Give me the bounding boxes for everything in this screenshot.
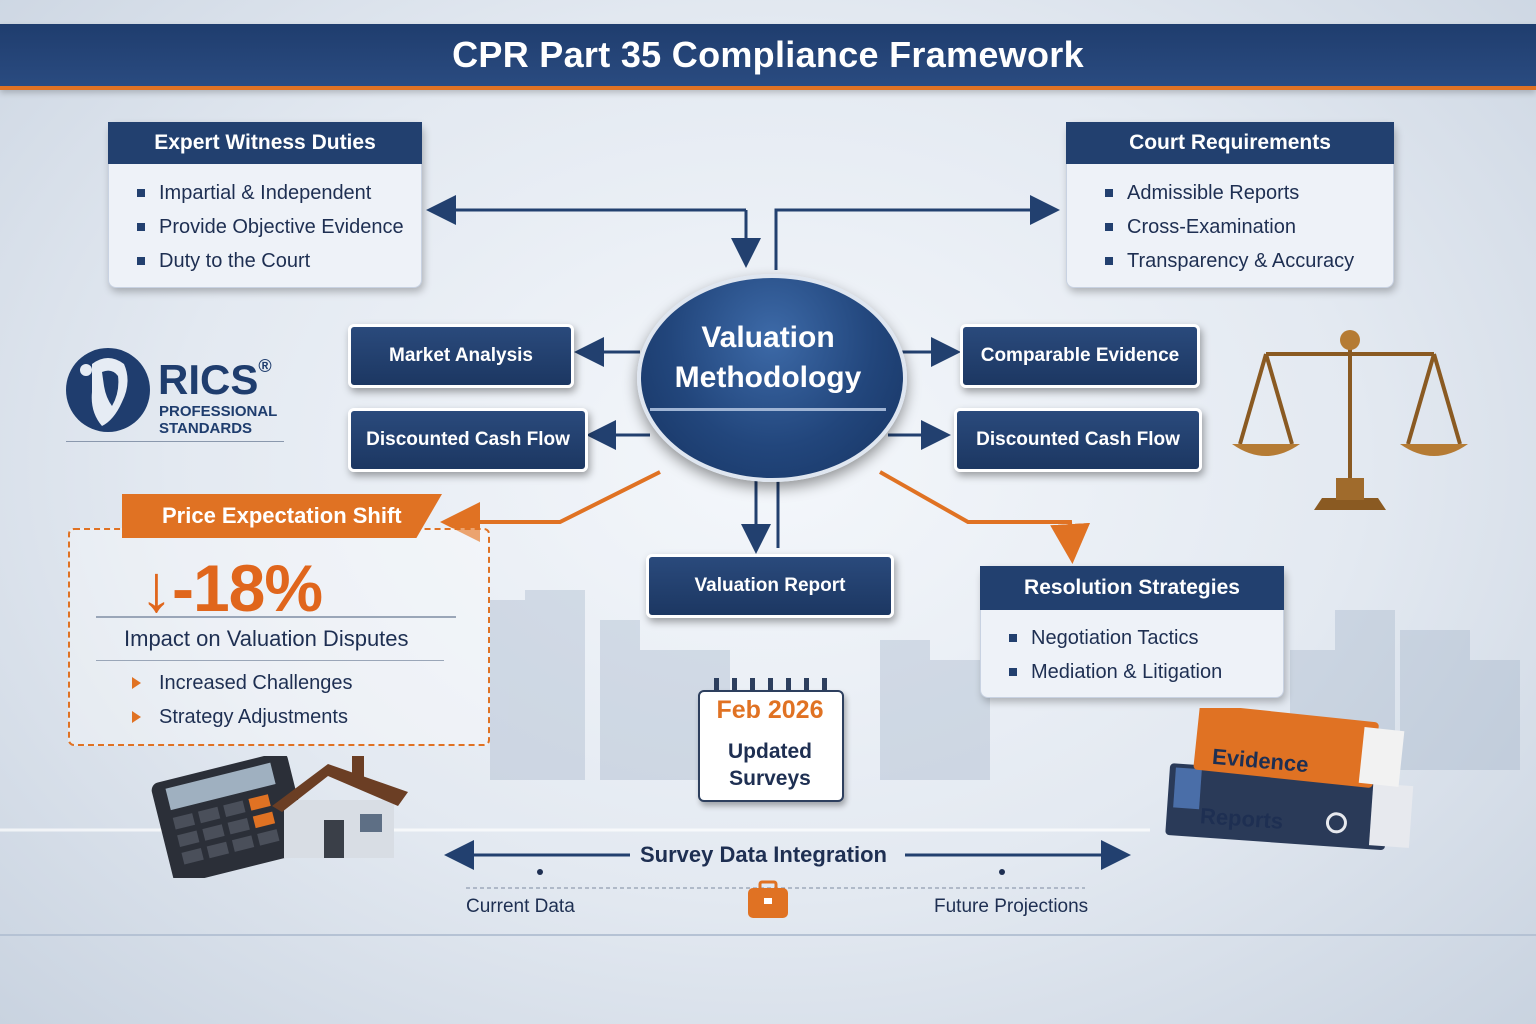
timeline-left-label: Current Data [466,896,575,917]
rics-name: RICS® [158,356,272,403]
court-requirements-list: Admissible Reports Cross-Examination Tra… [1105,176,1354,278]
resolution-list: Negotiation Tactics Mediation & Litigati… [1009,621,1222,689]
court-requirements-title: Court Requirements [1066,122,1394,164]
court-requirements-panel: Court Requirements Admissible Reports Cr… [1066,122,1394,288]
resolution-title: Resolution Strategies [980,566,1284,610]
list-item: Impartial & Independent [137,176,404,210]
timeline-title: Survey Data Integration [640,842,887,867]
list-item: Mediation & Litigation [1009,655,1222,689]
calendar-label: Updated Surveys [728,740,812,790]
dcf-left-node: Discounted Cash Flow [348,408,588,472]
list-item: Cross-Examination [1105,210,1354,244]
rics-subtitle: PROFESSIONAL STANDARDS [159,403,278,437]
list-item: Strategy Adjustments [132,700,352,734]
list-item: Duty to the Court [137,244,404,278]
valuation-methodology-node [637,274,907,482]
scales-of-justice-icon [1232,330,1468,510]
expert-duties-panel: Expert Witness Duties Impartial & Indepe… [108,122,422,288]
valuation-report-node: Valuation Report [646,554,894,618]
dcf-right-node: Discounted Cash Flow [954,408,1202,472]
title-bar: CPR Part 35 Compliance Framework [0,24,1536,90]
price-shift-value: ↓-18% [140,551,323,625]
price-shift-list: Increased Challenges Strategy Adjustment… [132,666,352,734]
calendar-date: Feb 2026 [716,696,824,724]
expert-duties-list: Impartial & Independent Provide Objectiv… [137,176,404,278]
timeline-right-label: Future Projections [934,896,1089,917]
calendar-icon [714,678,827,696]
price-shift-impact: Impact on Valuation Disputes [124,626,409,651]
divider [96,660,444,661]
rics-divider [66,441,284,442]
valuation-methodology-label: Valuation Methodology [674,321,862,394]
list-item: Transparency & Accuracy [1105,244,1354,278]
briefcase-icon [748,880,788,918]
house-icon [272,756,408,858]
calendar-card [698,690,844,802]
rics-lion-logo [66,348,150,432]
page-title: CPR Part 35 Compliance Framework [452,34,1084,75]
resolution-panel: Resolution Strategies Negotiation Tactic… [980,566,1284,698]
connector-price-shift [440,470,661,542]
node-divider [650,408,886,411]
connector-court [774,195,1060,270]
city-skyline [490,590,1520,780]
divider [96,616,456,618]
calculator-icon [151,756,310,878]
market-analysis-node: Market Analysis [348,324,574,388]
list-item: Increased Challenges [132,666,352,700]
list-item: Negotiation Tactics [1009,621,1222,655]
price-shift-title: Price Expectation Shift [122,494,442,538]
binder-icon [1165,708,1414,850]
list-item: Provide Objective Evidence [137,210,404,244]
comparable-evidence-node: Comparable Evidence [960,324,1200,388]
connector-resolution [879,470,1091,564]
list-item: Admissible Reports [1105,176,1354,210]
expert-duties-title: Expert Witness Duties [108,122,422,164]
